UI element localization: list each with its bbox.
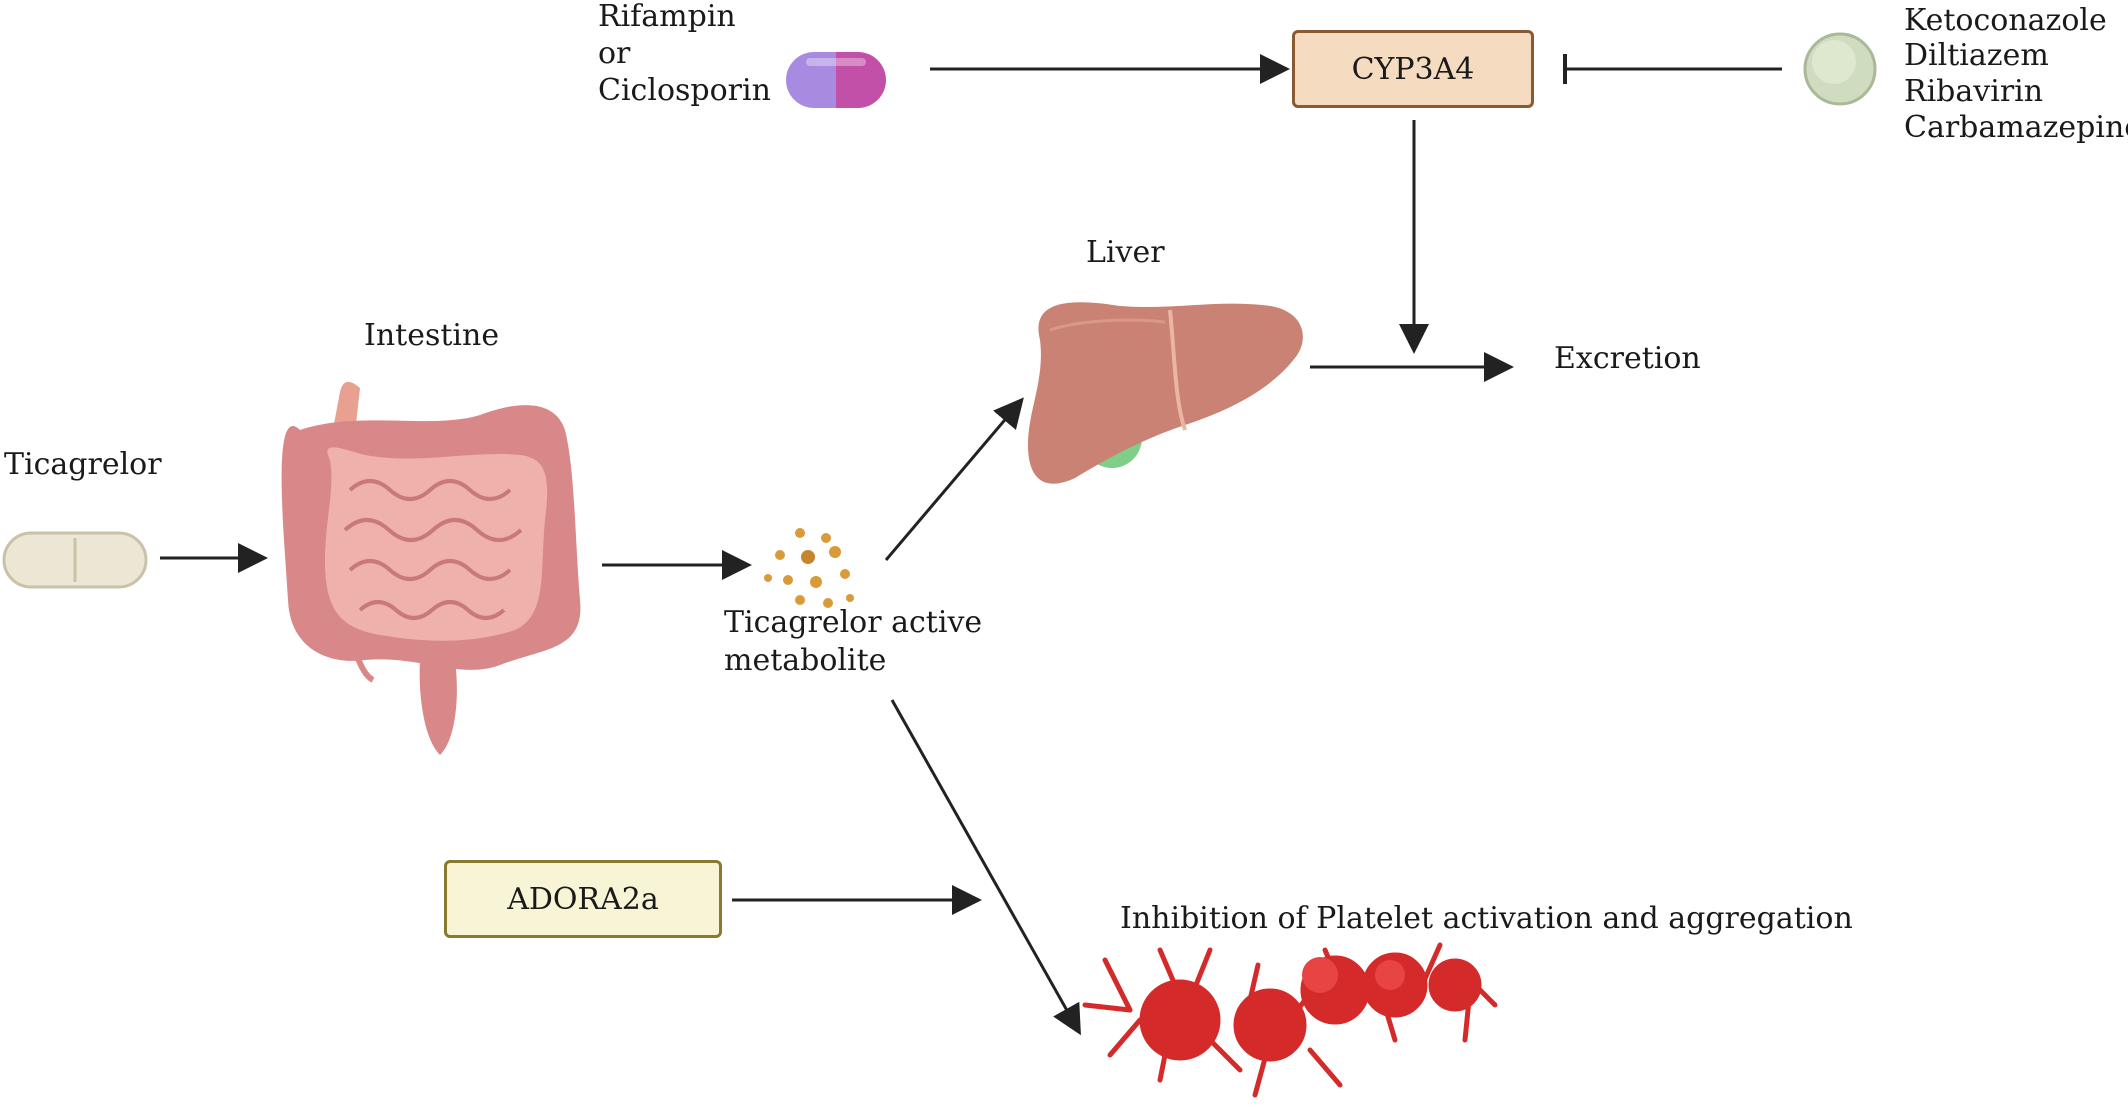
arrow-metabolite-to-platelet (890, 699, 1081, 1036)
cyp3a4-box: CYP3A4 (1292, 30, 1534, 108)
inhibition-arrow-to-cyp (1563, 54, 1782, 84)
adora2a-box: ADORA2a (444, 860, 722, 938)
intestine-label: Intestine (364, 318, 500, 353)
inducer-label-2: or (598, 36, 631, 71)
ticagrelor-label: Ticagrelor (4, 447, 162, 482)
inhibitor-label-1: Ketoconazole (1904, 3, 2107, 38)
metabolite-label-2: metabolite (724, 643, 887, 678)
arrow-metabolite-to-liver (884, 397, 1024, 561)
inhibitor-label-4: Carbamazepine (1904, 110, 2128, 145)
particles-icon (764, 528, 854, 608)
liver-label: Liver (1086, 235, 1165, 270)
metabolite-label-1: Ticagrelor active (724, 605, 983, 640)
inhibitor-label-2: Diltiazem (1904, 38, 2049, 73)
excretion-label: Excretion (1554, 341, 1701, 376)
capsule-icon (786, 52, 886, 108)
inducer-label-1: Rifampin (598, 0, 736, 34)
liver-icon (1028, 302, 1303, 484)
tablet-icon (2, 531, 148, 589)
platelet-icon (1082, 942, 1498, 1098)
round-tablet-icon (1803, 32, 1877, 106)
inducer-label-3: Ciclosporin (598, 73, 771, 108)
inhibitor-label-3: Ribavirin (1904, 74, 2044, 109)
intestine-icon (281, 381, 581, 755)
effect-label: Inhibition of Platelet activation and ag… (1120, 901, 1853, 936)
